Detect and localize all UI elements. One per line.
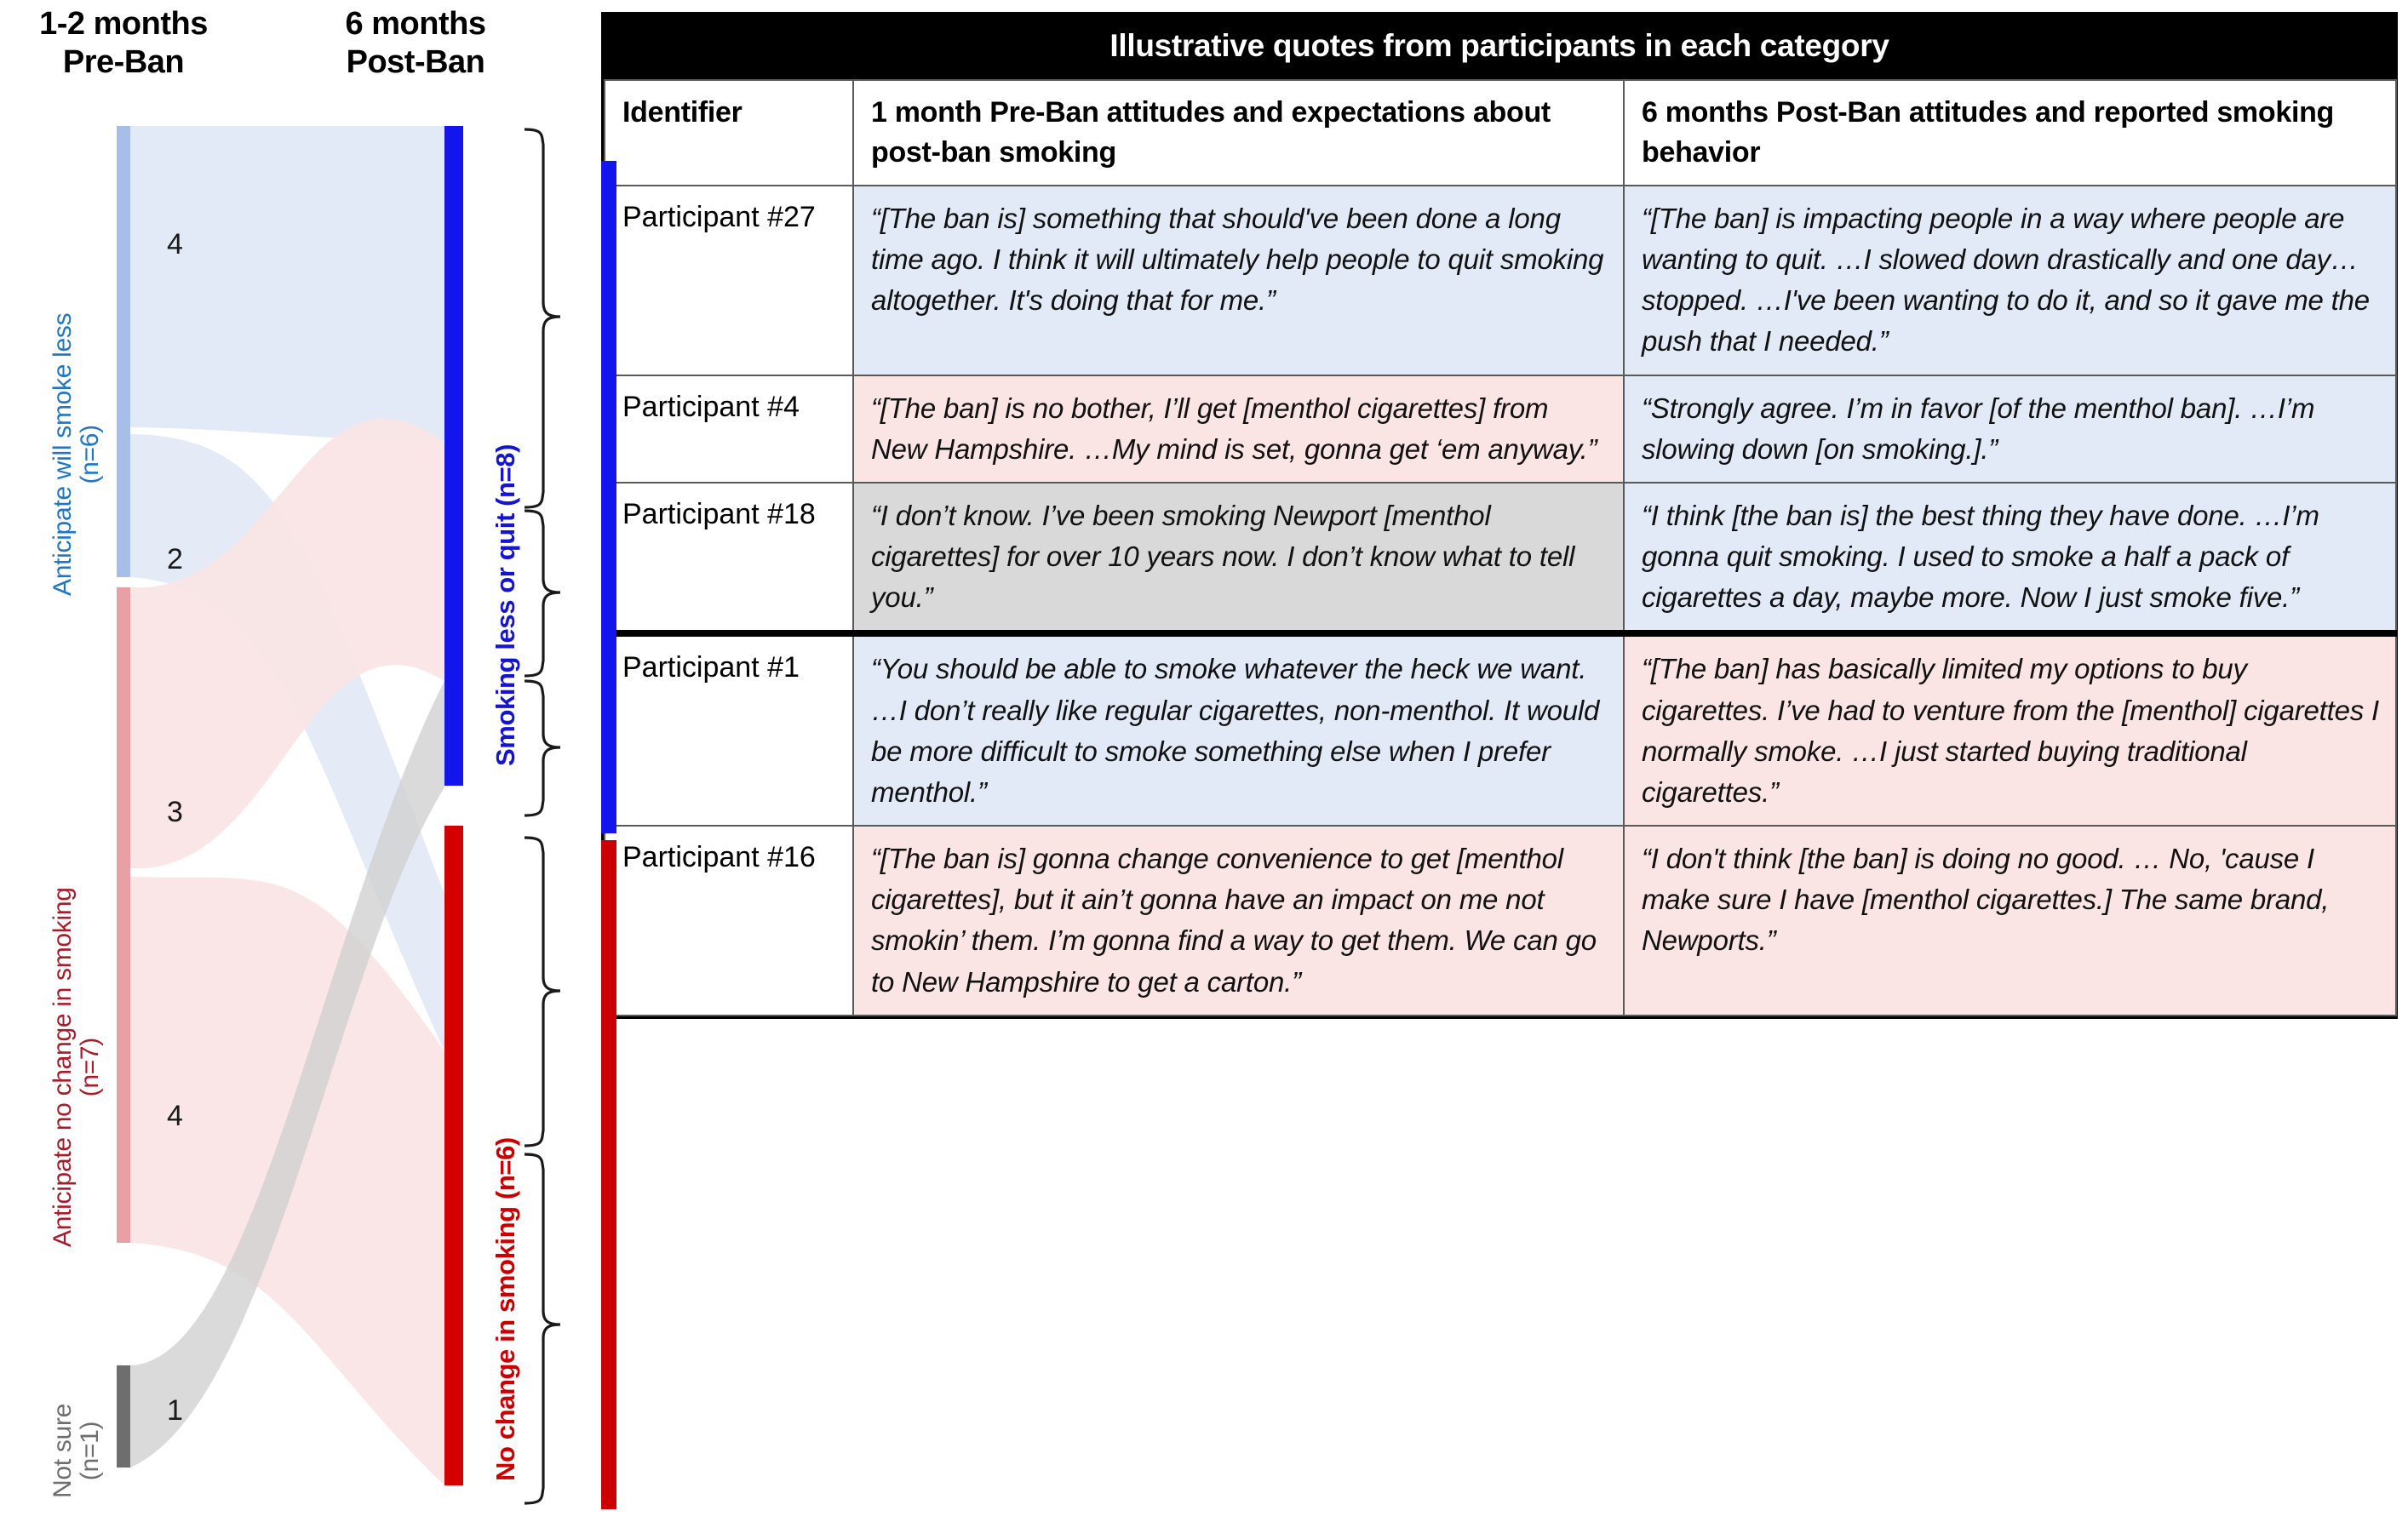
cell-pre-ban-quote: “[The ban is] something that should've b… xyxy=(852,184,1625,376)
flow-value-notsure-to-quit: 1 xyxy=(167,1394,183,1427)
table-header-row: Identifier 1 month Pre-Ban attitudes and… xyxy=(604,79,2397,186)
col-header-identifier: Identifier xyxy=(604,79,854,186)
sankey-label-notsure-line2: (n=1) xyxy=(75,1421,104,1481)
group-spine-smoking-less-or-quit xyxy=(601,161,616,833)
brace-row-4 xyxy=(524,836,561,1147)
table-row: Participant #27 “[The ban is] something … xyxy=(604,184,2397,376)
sankey-node-anticipate-will-smoke-less[interactable] xyxy=(117,126,130,577)
cell-identifier: Participant #1 xyxy=(604,630,854,827)
cell-pre-ban-quote: “I don’t know. I’ve been smoking Newport… xyxy=(852,481,1625,635)
flow-ribbon-less-to-quit xyxy=(130,126,444,441)
quotes-table-container: Illustrative quotes from participants in… xyxy=(601,12,2398,1019)
cell-post-ban-quote: “[The ban] is impacting people in a way … xyxy=(1623,184,2397,376)
cell-identifier: Participant #27 xyxy=(604,184,854,376)
brace-row-2 xyxy=(524,509,561,678)
sankey-label-less-line1: Anticipate will smoke less xyxy=(49,312,77,596)
row-braces xyxy=(524,128,561,1505)
stage-title-post-ban: 6 months Post-Ban xyxy=(305,5,526,82)
col-header-post-ban: 6 months Post-Ban attitudes and reported… xyxy=(1623,79,2397,186)
quotes-table: Identifier 1 month Pre-Ban attitudes and… xyxy=(604,79,2397,1016)
sankey-label-anticipate-will-smoke-less: Anticipate will smoke less (n=6) xyxy=(49,312,104,596)
group-spine-no-change-in-smoking xyxy=(601,840,616,1509)
sankey-node-no-change-in-smoking[interactable] xyxy=(444,826,463,1485)
cell-pre-ban-quote: “[The ban] is no bother, I’ll get [menth… xyxy=(852,374,1625,483)
cell-post-ban-quote: “I don't think [the ban] is doing no goo… xyxy=(1623,825,2397,1016)
table-row: Participant #1 “You should be able to sm… xyxy=(604,630,2397,827)
cell-identifier: Participant #18 xyxy=(604,481,854,635)
flow-ribbon-notsure-to-quit xyxy=(130,681,444,1468)
cell-pre-ban-quote: “[The ban is] gonna change convenience t… xyxy=(852,825,1625,1016)
flow-value-nochange-to-nochange: 4 xyxy=(167,1100,183,1132)
brace-row-5 xyxy=(524,1153,561,1505)
cell-pre-ban-quote: “You should be able to smoke whatever th… xyxy=(852,630,1625,827)
stage-title-post-line2: Post-Ban xyxy=(346,43,485,80)
flow-value-less-to-nochange: 2 xyxy=(167,543,183,575)
sankey-flow-ribbons xyxy=(130,126,444,1485)
flow-ribbon-nochange-to-quit xyxy=(130,418,444,869)
sankey-node-anticipate-no-change[interactable] xyxy=(117,587,130,1243)
cell-post-ban-quote: “I think [the ban is] the best thing the… xyxy=(1623,481,2397,635)
cell-identifier: Participant #16 xyxy=(604,825,854,1016)
stage-title-pre-line2: Pre-Ban xyxy=(62,43,185,80)
brace-row-1 xyxy=(524,128,561,509)
cell-identifier: Participant #4 xyxy=(604,374,854,483)
flow-value-less-to-quit: 4 xyxy=(167,228,183,260)
table-row: Participant #16 “[The ban is] gonna chan… xyxy=(604,825,2397,1016)
sankey-node-not-sure[interactable] xyxy=(117,1365,130,1468)
sankey-label-anticipate-no-change: Anticipate no change in smoking (n=7) xyxy=(49,887,104,1247)
sankey-diagram: 1-2 months Pre-Ban 6 months Post-Ban xyxy=(0,0,596,1522)
table-banner-title: Illustrative quotes from participants in… xyxy=(604,14,2395,79)
table-row: Participant #4 “[The ban] is no bother, … xyxy=(604,374,2397,483)
stage-title-post-line1: 6 months xyxy=(345,6,486,42)
sankey-label-nochange-line2: (n=7) xyxy=(75,1038,104,1097)
stage-title-pre-line1: 1-2 months xyxy=(39,6,208,42)
sankey-label-nochange-line1: Anticipate no change in smoking xyxy=(49,887,77,1247)
brace-row-3 xyxy=(524,679,561,817)
sankey-label-notsure-line1: Not sure xyxy=(49,1404,77,1498)
cell-post-ban-quote: “[The ban] has basically limited my opti… xyxy=(1623,630,2397,827)
flow-value-nochange-to-quit: 3 xyxy=(167,796,183,828)
sankey-label-less-line2: (n=6) xyxy=(75,425,104,484)
table-row: Participant #18 “I don’t know. I’ve been… xyxy=(604,481,2397,635)
col-header-pre-ban: 1 month Pre-Ban attitudes and expectatio… xyxy=(852,79,1625,186)
sankey-label-not-sure: Not sure (n=1) xyxy=(49,1404,104,1498)
cell-post-ban-quote: “Strongly agree. I’m in favor [of the me… xyxy=(1623,374,2397,483)
sankey-node-smoking-less-or-quit[interactable] xyxy=(444,126,463,786)
stage-title-pre-ban: 1-2 months Pre-Ban xyxy=(0,5,247,82)
